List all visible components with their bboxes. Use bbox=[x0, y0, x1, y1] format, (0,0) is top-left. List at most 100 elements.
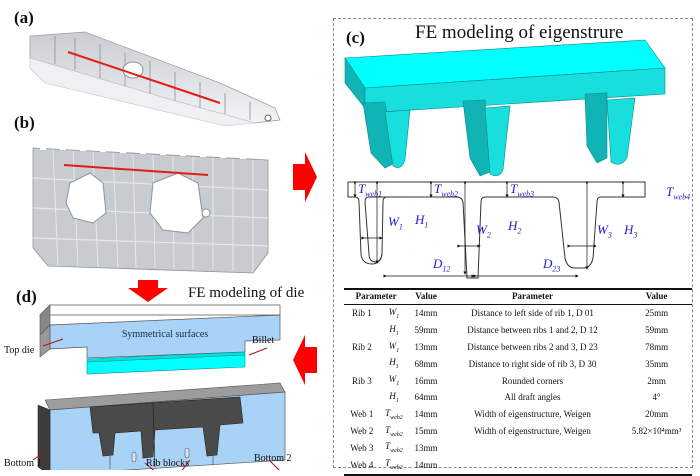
table-cell-value-2: 4° bbox=[652, 392, 661, 403]
cut-line-a bbox=[67, 51, 221, 104]
panel-part-image-b bbox=[32, 142, 269, 274]
dim-t-web4: Tweb4 bbox=[666, 184, 691, 202]
table-cell-value: 15mm bbox=[414, 425, 438, 436]
parameter-table: Parameter Value Parameter Value Rib 1 W1 1… bbox=[344, 288, 692, 476]
label-billet: Billet bbox=[252, 335, 275, 346]
table-cell-group bbox=[344, 322, 380, 339]
table-header-row: Parameter Value Parameter Value bbox=[344, 288, 692, 305]
table-row: Web 3 Tweb2 13mm bbox=[344, 439, 692, 456]
arrow-down-icon bbox=[128, 280, 168, 302]
eigenstructure-3d-model bbox=[344, 39, 666, 177]
table-cell-parameter-2 bbox=[444, 439, 621, 456]
table-cell-parameter-2: Width of eigenstructure, Weigen bbox=[474, 425, 591, 436]
table-cell-symbol: W1 bbox=[388, 374, 400, 387]
dim-t-web1: Tweb1 bbox=[358, 181, 383, 199]
table-cell-value: 13mm bbox=[414, 442, 438, 453]
table-cell-value-2: 25mm bbox=[645, 308, 669, 319]
table-cell-parameter-2: All draft angles bbox=[504, 392, 561, 403]
eigenstructure-cross-section bbox=[347, 181, 646, 279]
table-cell-value-2: 78mm bbox=[645, 341, 669, 352]
table-cell-value-2: 35mm bbox=[645, 358, 669, 369]
table-cell-value: 14mm bbox=[408, 456, 444, 476]
table-row: Rib 2 W1 13mm Distance between ribs 2 and 3… bbox=[344, 339, 692, 356]
table-cell-value-2: 5.82×10⁴mm³ bbox=[631, 425, 682, 436]
die-title: FE modeling of die bbox=[188, 285, 305, 301]
table-cell-group: Web 3 bbox=[350, 442, 374, 453]
dim-h1: H1 bbox=[415, 212, 429, 230]
table-cell-parameter-2: Width of eigenstructure, Weigen bbox=[474, 409, 591, 420]
table-cell-parameter-2: Distance to right side of rib 3, D 30 bbox=[468, 358, 597, 369]
table-cell-group bbox=[344, 355, 380, 372]
table-cell-value: 16mm bbox=[414, 375, 438, 386]
dim-h2: H2 bbox=[508, 218, 522, 236]
table-cell-value-2 bbox=[621, 456, 692, 476]
table-row: H1 68mm Distance to right side of rib 3, D… bbox=[344, 355, 692, 372]
dim-w3: W3 bbox=[597, 222, 612, 240]
table-cell-symbol: H1 bbox=[389, 390, 399, 404]
dim-t-web2: Tweb2 bbox=[434, 181, 459, 199]
dim-w1: W1 bbox=[388, 214, 403, 232]
table-cell-parameter-2: Distance between ribs 1 and 2, D 12 bbox=[467, 325, 598, 336]
header-value-2: Value bbox=[621, 288, 692, 305]
panel-label-d: (d) bbox=[16, 287, 37, 306]
table-cell-value-2: 59mm bbox=[645, 325, 669, 336]
header-parameter: Parameter bbox=[344, 288, 409, 305]
table-cell-symbol: H1 bbox=[389, 357, 399, 371]
table-row: Rib 3 W1 16mm Rounded corners 2mm bbox=[344, 372, 692, 389]
cut-line-b bbox=[63, 164, 209, 176]
table-cell-value: 68mm bbox=[414, 358, 438, 369]
table-cell-symbol: W1 bbox=[388, 307, 400, 320]
table-row: H1 64mm All draft angles 4° bbox=[344, 389, 692, 406]
table-cell-parameter-2: Rounded corners bbox=[501, 375, 564, 386]
table-cell-value-2: 2mm bbox=[647, 375, 666, 386]
table-cell-group bbox=[344, 389, 380, 406]
table-cell-group: Rib 2 bbox=[351, 341, 372, 352]
eigenstructure-title: FE modeling of eigenstrure bbox=[415, 22, 624, 43]
dim-h3: H3 bbox=[624, 222, 638, 240]
table-cell-value: 13mm bbox=[414, 341, 438, 352]
table-cell-value-2 bbox=[621, 439, 692, 456]
die-3d-model: Symmetrical surfaces bbox=[32, 304, 286, 470]
panel-label-a: (a) bbox=[14, 8, 34, 27]
label-rib-blocks: Rib blocks bbox=[146, 458, 190, 469]
header-value: Value bbox=[408, 288, 444, 305]
table-cell-symbol: Tweb2 bbox=[385, 407, 403, 421]
table-cell-parameter-2: Distance between ribs 2 and 3, D 23 bbox=[467, 341, 598, 352]
panel-label-b: (b) bbox=[14, 113, 35, 132]
label-bottom-1: Bottom 1 bbox=[4, 458, 42, 469]
dim-d23: D23 bbox=[543, 256, 561, 274]
table-cell-group: Web 1 bbox=[350, 409, 374, 420]
table-cell-value: 14mm bbox=[414, 308, 438, 319]
table-cell-group: Rib 1 bbox=[351, 308, 372, 319]
table-cell-symbol: H1 bbox=[389, 323, 399, 337]
table-row: Web 2 Tweb2 15mm Width of eigenstructure, W… bbox=[344, 423, 692, 440]
table-cell-symbol: Tweb2 bbox=[379, 456, 409, 476]
table-row: Rib 1 W1 14mm Distance to left side of rib … bbox=[344, 305, 692, 322]
beam-part-image-a bbox=[29, 31, 281, 127]
label-top-die: Top die bbox=[4, 345, 35, 356]
arrow-left-icon bbox=[293, 335, 317, 385]
table-cell-symbol: Tweb2 bbox=[385, 441, 403, 455]
table-cell-symbol: Tweb2 bbox=[385, 424, 403, 438]
dim-w2: W2 bbox=[476, 222, 491, 240]
table-cell-group: Web 4 bbox=[344, 456, 380, 476]
table-row: Web 1 Tweb2 14mm Width of eigenstructure, W… bbox=[344, 406, 692, 423]
table-cell-group: Web 2 bbox=[350, 425, 374, 436]
table-row: H1 59mm Distance between ribs 1 and 2, D 1… bbox=[344, 322, 692, 339]
header-parameter-2: Parameter bbox=[443, 288, 622, 305]
label-symmetrical-surfaces: Symmetrical surfaces bbox=[122, 329, 208, 340]
arrow-right-icon bbox=[293, 152, 317, 202]
dim-t-web3: Tweb3 bbox=[510, 181, 535, 199]
panel-label-c: (c) bbox=[346, 28, 365, 47]
table-cell-parameter-2: Distance to left side of rib 1, D 01 bbox=[471, 308, 594, 319]
table-cell-symbol: W1 bbox=[388, 340, 400, 354]
table-cell-group: Rib 3 bbox=[351, 375, 372, 386]
table-cell-value: 64mm bbox=[414, 392, 438, 403]
label-bottom-2: Bottom 2 bbox=[254, 453, 292, 464]
table-cell-parameter-2 bbox=[443, 456, 622, 476]
table-cell-value: 14mm bbox=[414, 409, 438, 420]
dim-d12: D12 bbox=[433, 256, 451, 274]
table-cell-value-2: 20mm bbox=[645, 409, 669, 420]
table-cell-value: 59mm bbox=[414, 325, 438, 336]
